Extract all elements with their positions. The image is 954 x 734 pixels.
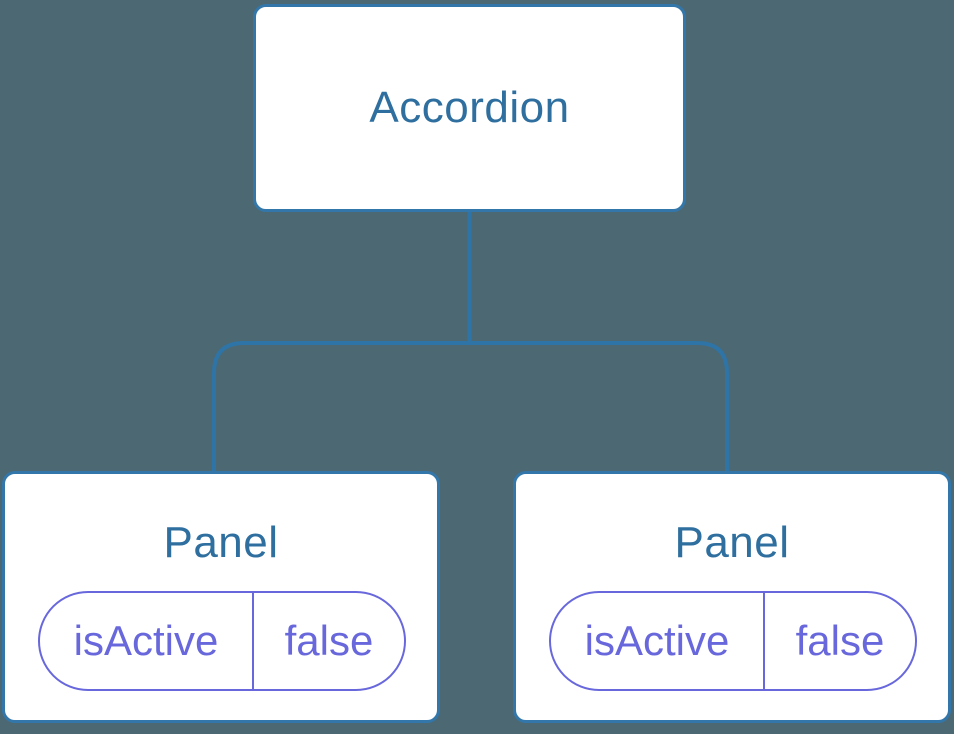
state-value: false <box>284 617 374 664</box>
state-pill: isActive false <box>38 591 406 691</box>
connector-branch <box>212 341 729 472</box>
tree-node-accordion: Accordion <box>253 4 686 212</box>
node-label-accordion: Accordion <box>369 83 570 132</box>
state-key: isActive <box>40 593 254 689</box>
state-value: false <box>795 617 885 664</box>
state-key: isActive <box>551 593 765 689</box>
node-label-panel-2: Panel <box>674 518 790 567</box>
state-pill: isActive false <box>549 591 917 691</box>
tree-node-panel-1: Panel isActive false <box>2 471 440 723</box>
node-label-panel-1: Panel <box>163 518 279 567</box>
tree-node-panel-2: Panel isActive false <box>513 471 951 723</box>
